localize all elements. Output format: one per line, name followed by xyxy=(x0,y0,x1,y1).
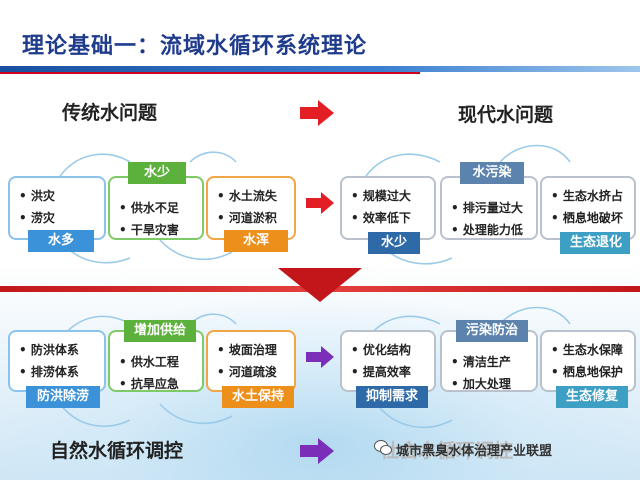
measure-box-soil: • 坡面治理 • 河道疏浚 xyxy=(206,330,296,392)
tag-curb-demand: 抑制需求 xyxy=(356,386,428,408)
measure-box-demand: • 优化结构 • 提高效率 xyxy=(340,330,436,392)
right-arrow-icon xyxy=(300,100,334,126)
problem-box-turbidity: • 水土流失 • 河道淤积 xyxy=(206,176,296,240)
tag-too-much-water: 水多 xyxy=(28,230,94,252)
problem-box-ecology: • 生态水挤占 • 栖息地破坏 xyxy=(540,176,636,240)
tag-pollution-prevention: 污染防治 xyxy=(456,320,528,342)
heading-social-regulation: 社会水循环调控 xyxy=(380,440,514,462)
page-title: 理论基础一：流域水循环系统理论 xyxy=(22,34,368,59)
down-arrow-icon xyxy=(278,268,362,302)
right-arrow-icon xyxy=(306,192,334,214)
measure-box-flood-control: • 防洪体系 • 排涝体系 xyxy=(8,330,106,392)
tag-muddy-water: 水浑 xyxy=(224,230,288,252)
tag-flood-control: 防洪除涝 xyxy=(26,386,100,408)
tag-soil-conservation: 水土保持 xyxy=(222,386,294,408)
connector-curve xyxy=(499,144,571,163)
tag-increase-supply: 增加供给 xyxy=(124,320,196,342)
measure-box-ecology: • 生态水保障 • 栖息地保护 xyxy=(540,330,636,392)
tag-water-scarcity: 水少 xyxy=(368,232,420,254)
heading-natural-regulation: 自然水循环调控 xyxy=(50,440,184,462)
right-arrow-icon xyxy=(300,438,334,464)
title-rule-accent xyxy=(0,72,420,74)
problem-box-shortage: • 供水不足 • 干旱灾害 xyxy=(108,176,204,240)
problem-box-scale: • 规模过大 • 效率低下 xyxy=(340,176,436,240)
problem-box-pollution: • 排污量过大 • 处理能力低 xyxy=(440,176,538,240)
heading-traditional: 传统水问题 xyxy=(62,102,158,124)
right-arrow-icon xyxy=(306,346,334,368)
heading-modern: 现代水问题 xyxy=(458,104,554,126)
connector-curve xyxy=(159,239,233,261)
connector-curve xyxy=(59,153,131,177)
tag-too-little-water: 水少 xyxy=(128,162,186,184)
title-rule xyxy=(0,66,640,72)
tag-ecological-degradation: 生态退化 xyxy=(560,232,630,254)
connector-curve xyxy=(189,151,237,163)
wechat-icon xyxy=(374,440,392,455)
tag-ecological-restoration: 生态修复 xyxy=(556,386,628,408)
connector-curve xyxy=(365,153,441,177)
problem-box-flood: • 洪灾 • 涝灾 xyxy=(8,176,106,240)
tag-water-pollution: 水污染 xyxy=(460,162,524,184)
watermark: 城市黑臭水体治理产业联盟 xyxy=(396,444,553,459)
